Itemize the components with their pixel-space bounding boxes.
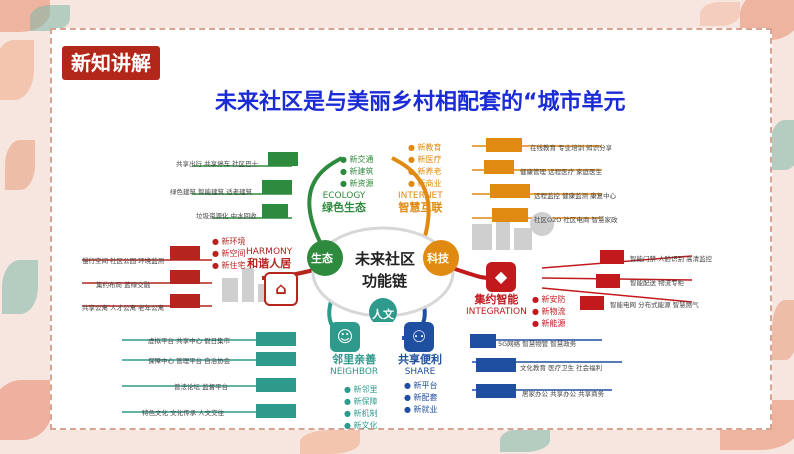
internet-item: ● 新商业 xyxy=(408,179,442,188)
ecology-item: ● 新建筑 xyxy=(340,167,374,176)
neighbor-item: ● 新邻里 xyxy=(344,385,378,394)
share-leaf: 文化教育 医疗卫生 社会福利 xyxy=(520,364,603,372)
harmony-item: ● 新住宅 xyxy=(212,261,246,270)
neighbor-icon xyxy=(256,352,296,366)
ecology-icon xyxy=(262,204,288,218)
share-leaf: 5G网络 智慧物管 智慧政务 xyxy=(498,340,577,348)
harmony-icon xyxy=(170,270,200,284)
center-title-line2: 功能链 xyxy=(362,272,408,290)
neighbor-icon xyxy=(256,378,296,392)
harmony-icon xyxy=(170,294,200,308)
neighbor-item: ● 新文化 xyxy=(344,421,378,430)
ecology-icon xyxy=(262,180,292,194)
decor-leaf xyxy=(5,140,35,190)
share-item: ● 新平台 xyxy=(404,381,438,390)
neighbor-leaf: 普法论坛 监督平台 xyxy=(174,383,229,391)
neighbor-leaf: 虚拟平台 共享中心 假日集市 xyxy=(148,337,231,345)
decor-leaf xyxy=(0,40,34,100)
ecology-leaf: 垃圾资源化 中水回收 xyxy=(196,212,257,220)
harmony-icon xyxy=(170,246,200,260)
internet-icon xyxy=(486,138,522,152)
center-tag-ecology: 生态 xyxy=(311,252,333,265)
integration-icon xyxy=(580,296,604,310)
theater-masks-icon: ☺ xyxy=(330,322,360,352)
integration-item: ● 新能源 xyxy=(532,319,566,328)
neighbor-leaf: 保障中心 管理平台 自治协会 xyxy=(148,357,231,365)
internet-item: ● 新养老 xyxy=(408,167,442,176)
ecology-item: ● 新资源 xyxy=(340,179,374,188)
internet-leaf: 在线教育 专业培训 知识分享 xyxy=(530,144,613,152)
harmony-item: ● 新环境 xyxy=(212,237,246,246)
neighbor-icon xyxy=(256,332,296,346)
harmony-leaf: 共享公寓 人才公寓 老年公寓 xyxy=(82,304,165,312)
internet-icon xyxy=(484,160,514,174)
home-icon: ⌂ xyxy=(264,272,298,306)
internet-leaf: 远程监控 健康监测 康复中心 xyxy=(534,192,617,200)
internet-icon xyxy=(490,184,530,198)
network-5g-icon xyxy=(470,334,496,348)
decor-leaf xyxy=(700,2,740,26)
harmony-item: ● 新空间 xyxy=(212,249,246,258)
internet-leaf: 健康管理 远程医疗 家庭医生 xyxy=(520,168,603,176)
neighbor-item: ● 新机制 xyxy=(344,409,378,418)
integration-item: ● 新安防 xyxy=(532,295,566,304)
center-tag-tech: 科技 xyxy=(427,252,449,265)
neighbor-icon xyxy=(256,404,296,418)
decor-leaf xyxy=(772,300,794,360)
ecology-leaf: 共享出行 共享停车 社区巴士 xyxy=(176,160,259,168)
decor-leaf xyxy=(300,430,360,454)
integration-icon xyxy=(596,274,620,288)
center-tag-people: 人文 xyxy=(372,308,394,321)
harmony-leaf: 慢行空间 社区公园 环境监测 xyxy=(82,257,165,265)
internet-item: ● 新教育 xyxy=(408,143,442,152)
share-icon xyxy=(476,384,516,398)
decor-leaf xyxy=(2,260,38,314)
neighbor-item: ● 新保障 xyxy=(344,397,378,406)
neighbor-leaf: 特色文化 文化传承 人文交往 xyxy=(142,409,225,417)
center-hub xyxy=(307,226,459,322)
decor-leaf xyxy=(30,5,70,31)
integration-icon xyxy=(600,250,624,264)
share-icon xyxy=(476,358,516,372)
integration-leaf: 智能配送 物流专柜 xyxy=(630,279,685,287)
decor-leaf xyxy=(500,428,550,452)
integration-leaf: 智能电网 分布式能源 智慧燃气 xyxy=(610,301,699,309)
share-leaf: 居家办公 共享办公 共享商务 xyxy=(522,390,605,398)
slide-title: 未来社区是与美丽乡村相配套的“城市单元 xyxy=(215,90,626,115)
section-badge: 新知讲解 xyxy=(62,46,160,80)
center-title-line1: 未来社区 xyxy=(355,250,416,268)
integration-icon: ◆ xyxy=(486,262,516,292)
internet-leaf: 社区O2O 社区电商 智慧家政 xyxy=(534,216,618,224)
decor-leaf xyxy=(0,380,52,440)
integration-leaf: 智能门禁 人脸识别 高清监控 xyxy=(630,255,713,263)
internet-icon xyxy=(492,208,528,222)
integration-item: ● 新物流 xyxy=(532,307,566,316)
people-share-icon: ⚇ xyxy=(404,322,434,352)
ecology-leaf: 绿色建筑 智能建筑 适老建筑 xyxy=(170,188,253,196)
share-item: ● 新就业 xyxy=(404,405,438,414)
content-card xyxy=(50,28,772,430)
share-item: ● 新配套 xyxy=(404,393,438,402)
harmony-leaf: 集约布局 蓝绿交融 xyxy=(96,281,151,289)
ecology-item: ● 新交通 xyxy=(340,155,374,164)
decor-leaf xyxy=(770,120,794,170)
ecology-icon xyxy=(268,152,298,166)
internet-item: ● 新医疗 xyxy=(408,155,442,164)
